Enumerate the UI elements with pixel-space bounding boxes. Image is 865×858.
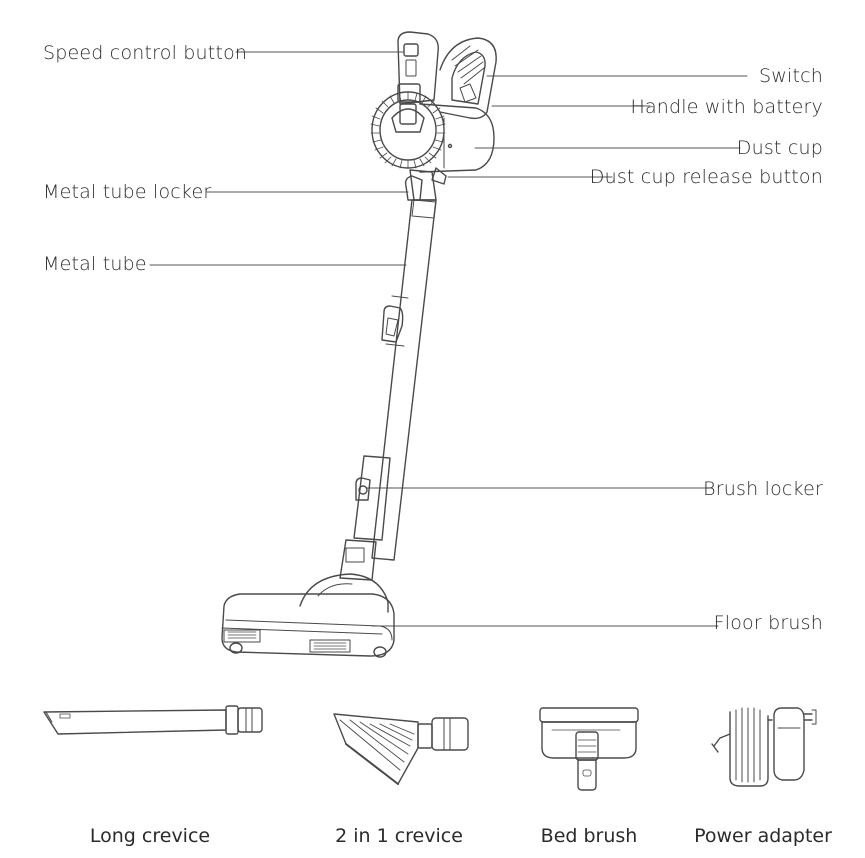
floor-brush	[221, 573, 395, 658]
brush-locker	[339, 455, 391, 581]
label-dust-cup: Dust cup	[736, 137, 823, 159]
caption-power-adapter: Power adapter	[694, 825, 832, 847]
label-metal-tube: Metal tube	[43, 253, 147, 275]
long-crevice-tool	[43, 705, 263, 735]
bed-brush-tool	[539, 707, 639, 791]
caption-long-crevice: Long crevice	[89, 825, 211, 847]
dust-cup-release-button	[431, 167, 447, 185]
handle-with-battery	[439, 37, 497, 120]
label-speed-control-button: Speed control button	[43, 42, 248, 64]
two-in-one-crevice-tool	[333, 713, 469, 785]
label-handle-with-battery: Handle with battery	[630, 96, 823, 118]
power-adapter	[711, 707, 817, 787]
caption-2-in-1-crevice: 2 in 1 crevice	[335, 825, 463, 847]
leader-lines	[149, 51, 748, 627]
speed-control-button	[403, 43, 419, 57]
caption-bed-brush: Bed brush	[540, 825, 638, 847]
dust-cup	[419, 103, 495, 185]
label-metal-tube-locker: Metal tube locker	[43, 181, 212, 203]
cyclone-filter	[370, 91, 446, 169]
label-switch: Switch	[758, 65, 823, 87]
label-floor-brush: Floor brush	[713, 612, 823, 634]
label-dust-cup-release-button: Dust cup release button	[589, 166, 823, 188]
label-brush-locker: Brush locker	[703, 478, 823, 500]
metal-tube	[371, 199, 437, 561]
metal-tube-locker	[404, 169, 437, 201]
